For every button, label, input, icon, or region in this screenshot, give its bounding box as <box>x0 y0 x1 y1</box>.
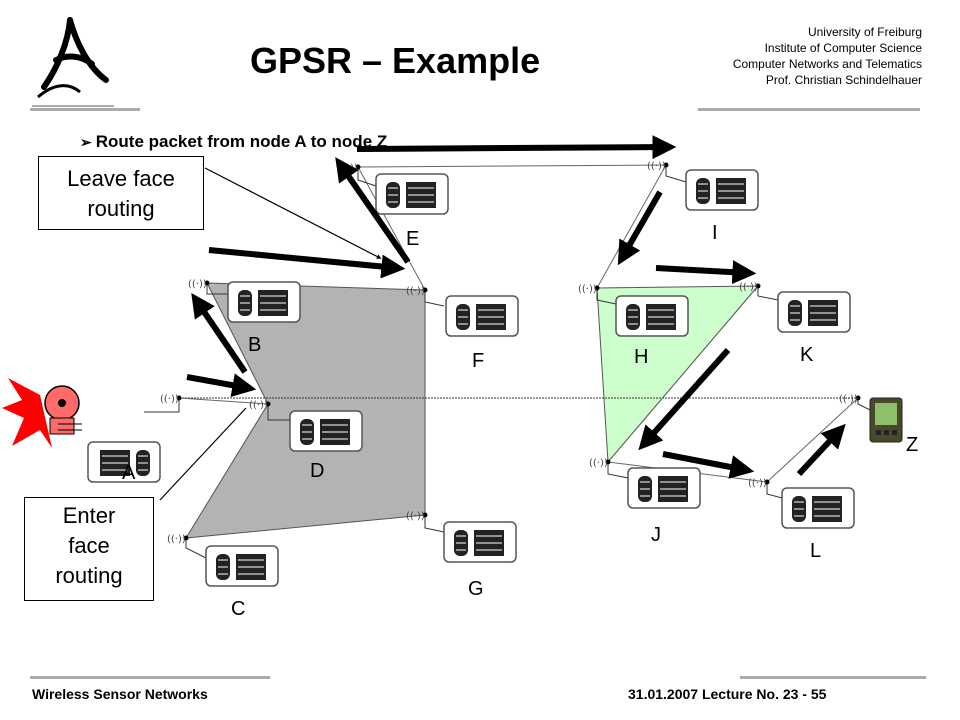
node-label-A: A <box>122 462 136 484</box>
route-arrow <box>638 348 731 451</box>
callout-line: routing <box>55 563 123 588</box>
node-chip-D <box>289 410 363 452</box>
node-label-C: C <box>231 598 246 620</box>
node-chip-F <box>445 295 519 337</box>
route-arrow <box>796 423 846 477</box>
node-chip-J <box>627 467 701 509</box>
node-chip-I <box>685 169 759 211</box>
header-rule-left <box>30 108 140 111</box>
university-logo <box>32 17 114 107</box>
header-rule <box>698 108 920 111</box>
node-chip-C <box>205 545 279 587</box>
node-label-I: I <box>712 222 718 244</box>
institution-line: University of Freiburg <box>807 25 922 39</box>
radio-icon: ((·)) <box>739 282 758 293</box>
callout-line: Enter <box>62 503 116 528</box>
radio-icon: ((·)) <box>406 286 425 297</box>
pda-icon <box>869 397 903 443</box>
node-label-H: H <box>634 346 649 368</box>
radio-icon: ((·)) <box>578 284 597 295</box>
node-label-E: E <box>406 228 420 250</box>
footer-rule-left <box>30 676 270 679</box>
alarm-bell-icon <box>2 378 82 448</box>
leave-face-routing-callout: Leave face routing <box>38 156 204 230</box>
enter-face-routing-callout: Enter face routing <box>24 497 154 601</box>
radio-icon: ((·)) <box>167 534 186 545</box>
radio-icon: ((·)) <box>589 458 608 469</box>
edge-L-Z <box>766 397 859 483</box>
node-label-G: G <box>468 578 484 600</box>
route-arrow <box>356 135 677 160</box>
institution-line: Computer Networks and Telematics <box>732 57 922 71</box>
route-arrow <box>208 247 406 279</box>
node-label-L: L <box>810 540 822 562</box>
radio-icon: ((·)) <box>249 400 268 411</box>
callout-line: Leave face <box>67 166 175 191</box>
route-arrow <box>662 451 755 479</box>
institution-line: Prof. Christian Schindelhauer <box>765 73 922 87</box>
route-arrow <box>617 190 663 266</box>
edge-E-I <box>357 164 667 168</box>
node-label-D: D <box>310 460 325 482</box>
radio-icon: ((·)) <box>647 161 666 172</box>
route-arrow <box>191 293 248 374</box>
bullet-arrow-icon: ➢ <box>80 134 92 150</box>
edge-E-F <box>357 166 426 291</box>
node-chip-E <box>375 173 449 215</box>
radio-icon: ((·)) <box>748 478 767 489</box>
bullet-text: ➢Route packet from node A to node Z <box>80 132 387 152</box>
page-title: GPSR – Example <box>250 40 541 81</box>
institution-info: University of Freiburg Institute of Comp… <box>733 24 922 88</box>
edge-I-H <box>596 164 667 289</box>
node-label-Z: Z <box>906 434 919 456</box>
edge-A-D <box>178 397 269 405</box>
node-chip-L <box>781 487 855 529</box>
radio-icon: ((·)) <box>160 394 179 405</box>
route-arrow <box>335 157 411 264</box>
node-label-F: F <box>472 350 485 372</box>
callout-line: face <box>68 533 110 558</box>
footer-course: Wireless Sensor Networks <box>32 686 208 702</box>
edge-K-Z <box>607 285 759 463</box>
radio-icon: ((·)) <box>839 394 858 405</box>
footer-lecture: 31.01.2007 Lecture No. 23 - 55 <box>628 686 827 702</box>
node-chip-B <box>227 281 301 323</box>
radio-icon: ((·)) <box>188 279 207 290</box>
node-label-K: K <box>800 344 814 366</box>
node-chip-H <box>615 295 689 337</box>
leave-pointer <box>204 167 382 259</box>
radio-icon: ((·)) <box>406 511 425 522</box>
node-chip-G <box>443 521 517 563</box>
route-arrow <box>655 260 757 285</box>
footer-rule-right <box>740 676 926 679</box>
bullet-label: Route packet from node A to node Z <box>95 132 388 151</box>
enter-pointer <box>159 407 247 501</box>
institution-line: Institute of Computer Science <box>764 41 922 55</box>
node-chip-K <box>777 291 851 333</box>
route-arrow <box>186 373 257 398</box>
node-label-B: B <box>248 334 262 356</box>
node-label-J: J <box>651 524 661 546</box>
callout-line: routing <box>87 196 155 221</box>
